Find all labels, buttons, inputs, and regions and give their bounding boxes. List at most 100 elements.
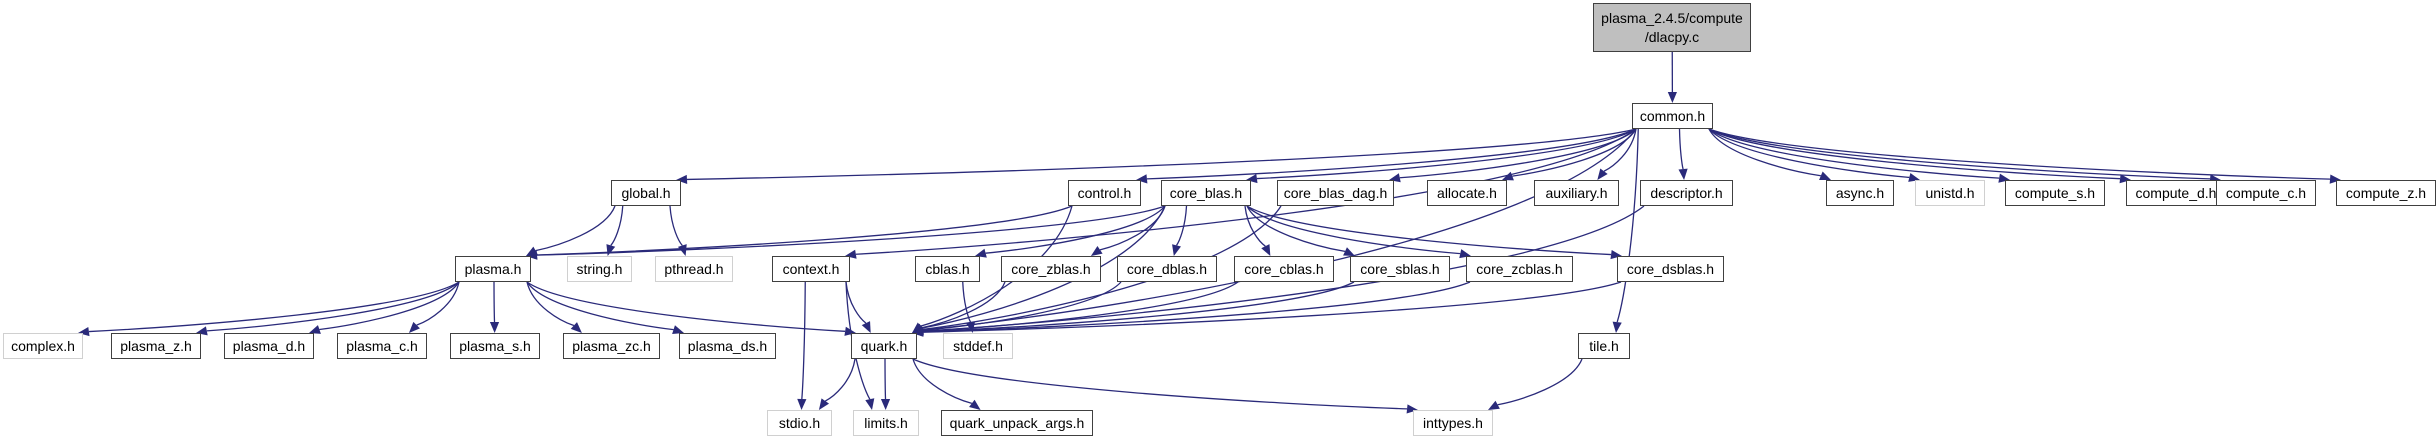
graph-node-plasma_zc[interactable]: plasma_zc.h [563,333,660,359]
graph-node-label: plasma_ds.h [687,337,768,354]
graph-node-root: plasma_2.4.5/compute /dlacpy.c [1593,3,1751,52]
graph-node-core_cblas[interactable]: core_cblas.h [1234,256,1334,282]
edge-core_zcblas-to-quark [922,281,1471,333]
graph-node-core_zblas[interactable]: core_zblas.h [1001,256,1101,282]
graph-node-core_sblas[interactable]: core_sblas.h [1350,256,1450,282]
graph-node-auxiliary[interactable]: auxiliary.h [1534,180,1619,206]
edge-core_blas-to-core_dblas [1175,205,1188,246]
graph-node-label: common.h [1639,107,1706,124]
edge-arrowhead [1172,244,1181,256]
graph-node-complex[interactable]: complex.h [3,333,83,359]
graph-node-async[interactable]: async.h [1826,180,1894,206]
graph-node-compute_d[interactable]: compute_d.h [2126,180,2226,206]
edge-arrowhead [1678,168,1688,180]
edge-common-to-allocate [1512,128,1637,177]
graph-node-common[interactable]: common.h [1632,103,1713,129]
edge-common-to-quark [922,128,1637,331]
graph-node-limits[interactable]: limits.h [853,410,919,436]
edge-arrowhead [912,322,924,333]
graph-node-core_dblas[interactable]: core_dblas.h [1117,256,1217,282]
edge-global-to-string [610,205,624,246]
graph-node-label: tile.h [1589,337,1619,354]
graph-node-plasma_c[interactable]: plasma_c.h [337,333,427,359]
edge-arrowhead [880,398,891,410]
edge-core_blas-to-cblas [985,205,1166,254]
edge-arrowhead [1667,91,1677,103]
graph-node-inttypes[interactable]: inttypes.h [1413,410,1493,436]
graph-node-label: async.h [1835,184,1885,201]
graph-node-quark_unpack_args[interactable]: quark_unpack_args.h [941,410,1093,436]
graph-node-label: stdio.h [778,414,821,431]
edge-common-to-compute_d [1708,128,2121,180]
edge-core_blas-to-core_dsblas [1246,205,1612,256]
graph-node-core_zcblas[interactable]: core_zcblas.h [1466,256,1573,282]
graph-node-compute_c[interactable]: compute_c.h [2216,180,2316,206]
graph-node-descriptor[interactable]: descriptor.h [1640,180,1733,206]
graph-node-compute_s[interactable]: compute_s.h [2005,180,2105,206]
edge-common-to-tile [1616,128,1639,323]
edge-core_blas-to-core_cblas [1244,205,1266,247]
graph-node-allocate[interactable]: allocate.h [1427,180,1507,206]
graph-node-label: auxiliary.h [1545,184,1608,201]
graph-node-label: descriptor.h [1650,184,1723,201]
graph-node-plasma_d[interactable]: plasma_d.h [224,333,314,359]
graph-node-label: plasma.h [464,260,522,277]
graph-node-stdio[interactable]: stdio.h [767,410,832,436]
edge-arrowhead [489,321,500,333]
edge-core_blas-to-core_zcblas [1246,205,1461,255]
graph-node-tile[interactable]: tile.h [1578,333,1630,359]
graph-node-label: core_blas.h [1169,184,1243,201]
graph-node-cblas[interactable]: cblas.h [915,256,980,282]
graph-node-plasma_s[interactable]: plasma_s.h [450,333,540,359]
edge-control-to-plasma [536,205,1073,256]
edge-arrowhead [1090,246,1103,256]
graph-node-plasma_z[interactable]: plasma_z.h [111,333,201,359]
graph-node-label: plasma_c.h [346,337,418,354]
graph-node-pthread[interactable]: pthread.h [655,256,733,282]
edge-arrowhead [818,398,830,410]
graph-node-global[interactable]: global.h [611,180,681,206]
edge-cblas-to-stddef [962,281,972,323]
edge-common-to-control [1146,128,1637,180]
graph-node-label: compute_c.h [2225,184,2307,201]
graph-node-plasma[interactable]: plasma.h [455,256,531,282]
edge-quark-to-quark_unpack_args [912,358,972,405]
graph-node-core_dsblas[interactable]: core_dsblas.h [1617,256,1724,282]
graph-node-label: compute_s.h [2014,184,2096,201]
graph-node-control[interactable]: control.h [1068,180,1141,206]
edge-plasma-to-plasma_z [206,281,460,332]
edge-arrowhead [677,244,687,256]
graph-node-plasma_ds[interactable]: plasma_ds.h [679,333,776,359]
graph-node-label: plasma_2.4.5/compute /dlacpy.c [1601,9,1743,45]
edge-common-to-async [1708,128,1821,177]
edge-common-to-core_blas_dag [1399,128,1637,179]
graph-node-label: quark_unpack_args.h [949,414,1085,431]
graph-node-label: pthread.h [664,260,724,277]
graph-node-stddef[interactable]: stddef.h [943,333,1013,359]
graph-node-label: compute_z.h [2345,184,2427,201]
graph-node-label: complex.h [11,337,75,354]
edge-global-to-plasma [535,205,616,252]
graph-node-core_blas_dag[interactable]: core_blas_dag.h [1277,180,1394,206]
graph-node-label: core_dblas.h [1126,260,1208,277]
graph-node-unistd[interactable]: unistd.h [1915,180,1985,206]
graph-node-label: context.h [782,260,840,277]
graph-node-label: plasma_d.h [232,337,306,354]
graph-node-label: core_zblas.h [1011,260,1091,277]
edge-core_blas-to-core_zblas [1099,205,1166,251]
graph-node-compute_z[interactable]: compute_z.h [2336,180,2436,206]
edge-context-to-stdio [801,281,806,400]
edge-arrowhead [861,321,871,333]
edge-arrowhead [865,398,875,410]
graph-node-label: control.h [1077,184,1132,201]
edge-plasma-to-plasma_zc [526,281,575,327]
graph-node-label: string.h [576,260,623,277]
graph-node-string[interactable]: string.h [567,256,632,282]
edge-common-to-compute_c [1708,128,2211,180]
graph-node-quark[interactable]: quark.h [851,333,917,359]
edge-core_cblas-to-quark [922,281,1239,332]
graph-node-context[interactable]: context.h [772,256,850,282]
graph-node-core_blas[interactable]: core_blas.h [1161,180,1251,206]
